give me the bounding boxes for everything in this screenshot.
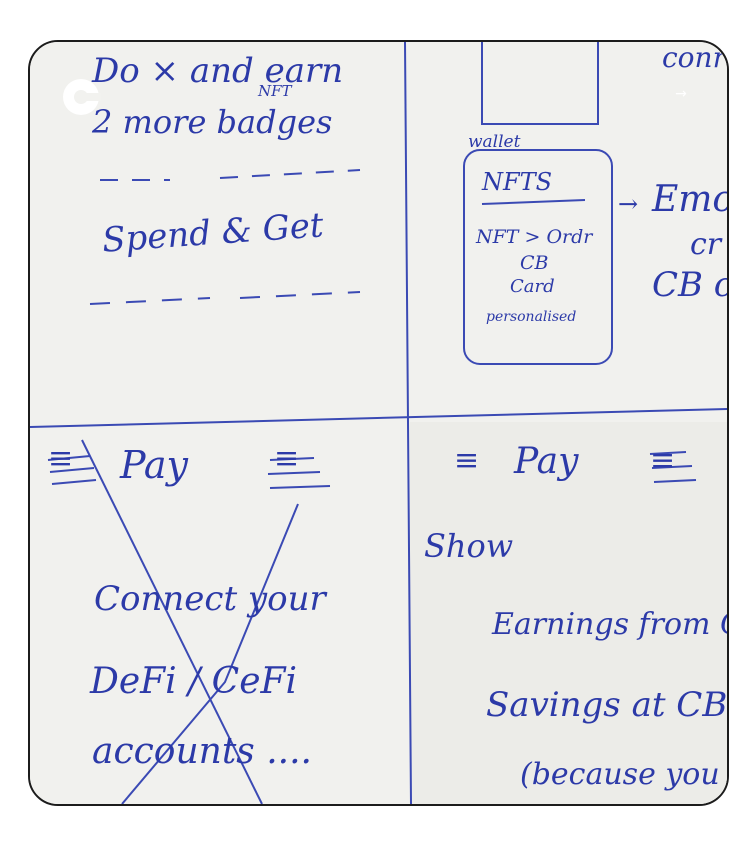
q4-menu-left: ≡ <box>454 443 480 478</box>
brand-logo-icon <box>63 79 101 115</box>
q4-line4: (because you <box>520 757 720 792</box>
q2-box-line-4: personalised <box>486 309 577 325</box>
q2-right-partial-3: CB c <box>652 265 729 305</box>
q2-box-title: NFTS <box>482 168 553 196</box>
q2-box-line-2: CB <box>520 252 549 274</box>
q4-line1: Show <box>424 527 514 565</box>
q2-right-partial-2: cr <box>690 227 722 262</box>
q4-line3: Savings at CB <box>486 685 728 725</box>
q2-right-partial-1: Emc <box>652 179 729 220</box>
q4-menu-right: ≡ <box>650 443 676 478</box>
q4-header-title: Pay <box>514 441 579 482</box>
q2-box-line-1: NFT > Ordr <box>476 226 593 248</box>
whiteboard-sketch <box>30 42 727 804</box>
q3-line1: Connect your <box>94 579 326 619</box>
q3-menu-right: ≡ <box>274 441 300 476</box>
q1-line2: 2 more badges <box>92 103 333 141</box>
q4-line2: Earnings from CB <box>492 607 727 642</box>
q2-top-partial: conr <box>662 41 726 74</box>
q3-header-title: Pay <box>120 443 188 487</box>
q3-menu-left: ≡ <box>48 441 74 476</box>
q1-superscript: NFT <box>258 82 292 100</box>
horizontal-divider <box>30 408 727 428</box>
q3-line2: DeFi / CeFi <box>90 661 298 702</box>
q1-line1: Do × and earn <box>92 51 344 91</box>
q3-line3: accounts .... <box>92 731 312 772</box>
arrow-right-icon[interactable]: → <box>675 86 687 102</box>
photo-card: Do × and earn NFT 2 more badges Spend & … <box>28 40 729 806</box>
q2-arrow: → <box>618 190 639 218</box>
q2-box-line-3: Card <box>510 276 555 297</box>
vertical-divider <box>404 42 412 804</box>
q2-wallet-label: wallet <box>468 132 521 152</box>
